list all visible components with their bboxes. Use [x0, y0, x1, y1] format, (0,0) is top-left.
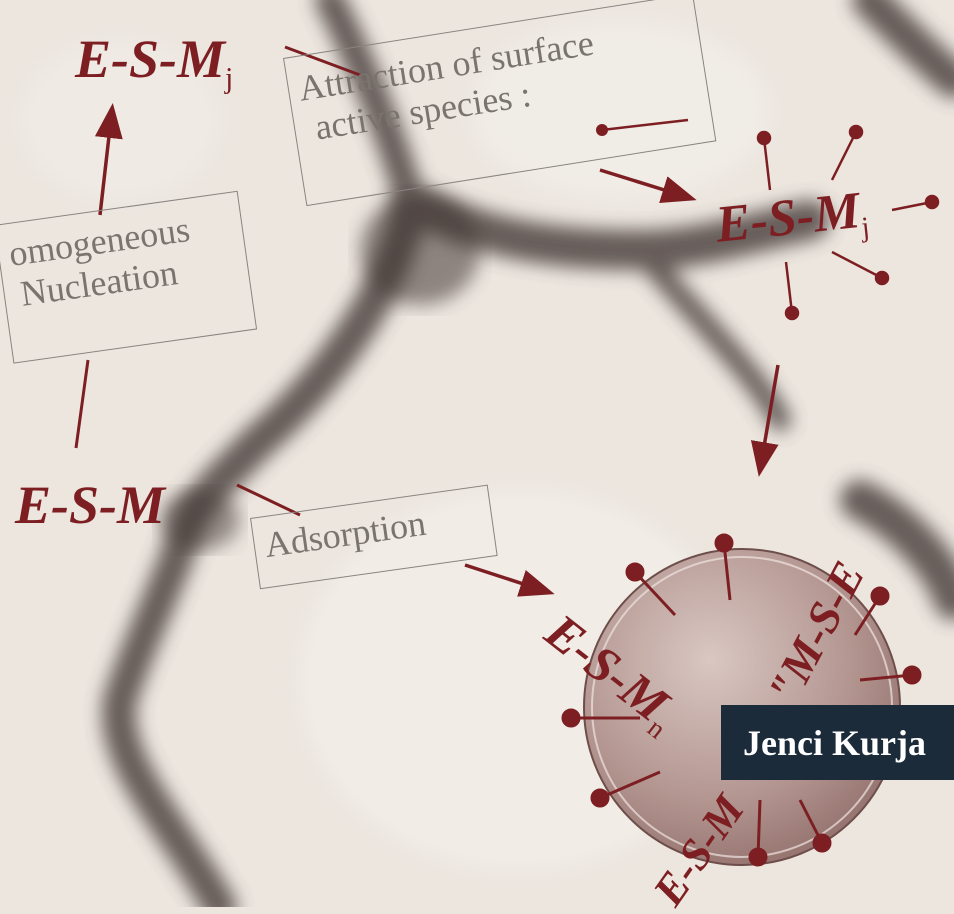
adsorption-label: Adsorption [262, 503, 428, 565]
surfactant-head [876, 272, 888, 284]
label-esm-j-top: E-S-Mj [75, 32, 233, 94]
surfactant-head [904, 667, 920, 683]
surfactant-head [814, 835, 830, 851]
label-esm-bottom: E-S-M [15, 478, 165, 532]
surfactant-head [750, 849, 766, 865]
surfactant-head [716, 535, 732, 551]
surfactant-head [926, 196, 938, 208]
author-name: Jenci Kurja [743, 722, 926, 764]
surfactant-head [786, 307, 798, 319]
surfactant-head [850, 126, 862, 138]
surfactant-head [758, 132, 770, 144]
surfactant-head [563, 710, 579, 726]
surfactant-head [872, 588, 888, 604]
author-badge: Jenci Kurja [721, 705, 954, 780]
surfactant-head [627, 564, 643, 580]
surfactant-head [592, 790, 608, 806]
